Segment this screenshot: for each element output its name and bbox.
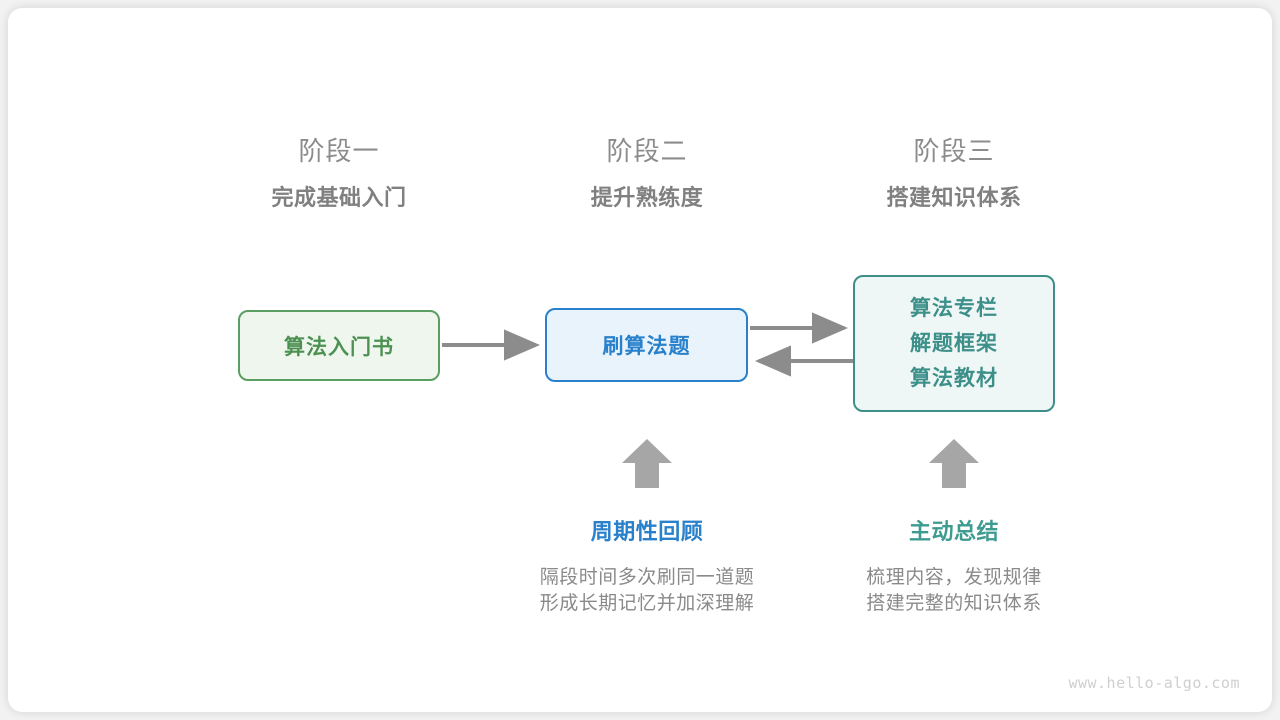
- note-active-summary-body-line-1: 梳理内容，发现规律: [866, 567, 1042, 588]
- node-knowledge-system-line-2: 解题框架: [910, 332, 998, 355]
- note-periodic-review-body: 隔段时间多次刷同一道题 形成长期记忆并加深理解: [497, 565, 797, 617]
- note-periodic-review-body-line-1: 隔段时间多次刷同一道题: [539, 567, 755, 588]
- stage-1-label: 阶段一: [298, 136, 380, 166]
- arrow-up-review: [622, 439, 672, 488]
- note-active-summary-body-line-2: 搭建完整的知识体系: [866, 593, 1042, 614]
- note-periodic-review-body-line-2: 形成长期记忆并加深理解: [539, 593, 755, 614]
- arrow-up-summary: [929, 439, 979, 488]
- node-algorithm-book-label: 算法入门书: [284, 335, 394, 359]
- node-knowledge-system-line-1: 算法专栏: [910, 297, 998, 320]
- stage-2-label: 阶段二: [606, 136, 688, 166]
- node-practice-problems[interactable]: 刷算法题: [545, 308, 748, 382]
- stage-3-title: 搭建知识体系: [886, 185, 1022, 210]
- stage-header-3: 阶段三 搭建知识体系: [824, 134, 1084, 214]
- stage-header-2: 阶段二 提升熟练度: [517, 134, 777, 214]
- node-algorithm-book[interactable]: 算法入门书: [238, 310, 440, 381]
- note-active-summary-body: 梳理内容，发现规律 搭建完整的知识体系: [804, 565, 1104, 617]
- stage-header-1: 阶段一 完成基础入门: [209, 134, 469, 214]
- stage-1-title: 完成基础入门: [271, 185, 407, 210]
- diagram-card: 阶段一 完成基础入门 阶段二 提升熟练度 阶段三 搭建知识体系: [8, 8, 1272, 712]
- node-knowledge-system-line-3: 算法教材: [910, 367, 998, 390]
- node-knowledge-system[interactable]: 算法专栏 解题框架 算法教材: [853, 275, 1055, 412]
- stage-3-label: 阶段三: [913, 136, 995, 166]
- connector-layer: [442, 312, 979, 488]
- note-active-summary-title: 主动总结: [908, 519, 999, 544]
- node-practice-problems-label: 刷算法题: [602, 335, 691, 358]
- stage-2-title: 提升熟练度: [590, 185, 704, 210]
- note-periodic-review-title: 周期性回顾: [590, 519, 704, 544]
- note-periodic-review: 周期性回顾 隔段时间多次刷同一道题 形成长期记忆并加深理解: [497, 517, 797, 617]
- watermark: www.hello-algo.com: [1068, 674, 1240, 692]
- note-active-summary: 主动总结 梳理内容，发现规律 搭建完整的知识体系: [804, 517, 1104, 617]
